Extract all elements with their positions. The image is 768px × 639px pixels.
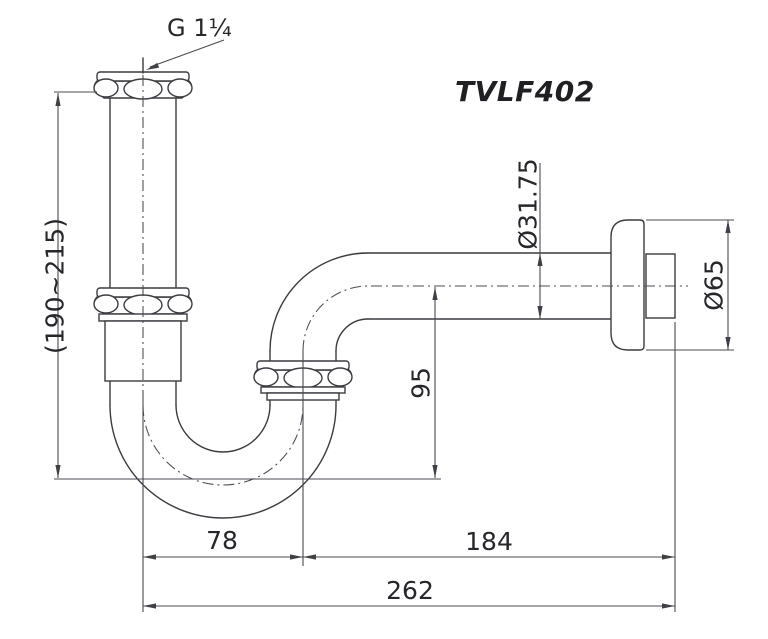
arrow-down-icon — [725, 337, 731, 350]
height-range-label: (190~215) — [41, 218, 70, 354]
arrow-down-icon — [432, 465, 438, 478]
arrow-up-icon — [432, 287, 438, 300]
centerlines — [142, 57, 688, 486]
wall-flange — [610, 219, 676, 351]
dimension-trap-width: 78 — [143, 526, 303, 560]
pipe-diameter-label: Ø31.75 — [514, 158, 543, 249]
middle-nut-lobe-right — [167, 294, 193, 314]
arrow-left-icon — [143, 554, 156, 560]
extension-lines — [54, 91, 734, 612]
thread-size-label: G 1¼ — [167, 14, 232, 42]
elbow-outer-arc — [269, 252, 369, 352]
arrow-up-icon — [55, 93, 61, 106]
leader-line — [149, 39, 225, 68]
vertical-drop-label: 95 — [407, 367, 436, 399]
u-bend-outer-arc — [109, 404, 337, 519]
arrow-down-icon — [537, 306, 543, 319]
middle-nut-lobe-left — [93, 294, 119, 314]
arrow-up-icon — [725, 220, 731, 233]
arrow-left-icon — [303, 554, 316, 560]
overall-width-label: 262 — [386, 576, 434, 605]
outlet-centerline — [302, 285, 688, 352]
dimension-horizontal-run: 184 — [303, 527, 675, 560]
top-nut-lobe-left — [93, 78, 119, 98]
dimension-escutcheon-diameter: Ø65 — [700, 220, 731, 350]
u-bend-centerline — [142, 404, 304, 486]
arrow-left-icon — [143, 603, 156, 609]
leader-arrow-icon — [146, 62, 160, 70]
junction-nut-lobe-right — [327, 367, 353, 387]
horizontal-run-label: 184 — [465, 527, 513, 556]
arrow-right-icon — [662, 603, 675, 609]
model-number: TVLF402 — [455, 75, 595, 108]
escutcheon-diameter-label: Ø65 — [700, 259, 729, 311]
arrow-up-icon — [537, 253, 543, 266]
dimension-overall-width: 262 — [143, 576, 675, 609]
dimension-vertical-drop: 95 — [407, 287, 438, 478]
top-nut-lobe-right — [167, 78, 193, 98]
arrow-right-icon — [290, 554, 303, 560]
thread-callout: G 1¼ — [146, 14, 232, 70]
u-bend-inner-arc — [175, 404, 271, 453]
trap-width-label: 78 — [206, 526, 238, 555]
dimension-pipe-diameter: Ø31.75 — [514, 158, 543, 319]
escutcheon-flange — [610, 219, 645, 351]
arrow-right-icon — [662, 554, 675, 560]
elbow-inner-arc — [335, 318, 369, 352]
dimension-height-range: (190~215) — [41, 93, 70, 478]
arrow-down-icon — [55, 465, 61, 478]
junction-nut-lobe-left — [253, 367, 279, 387]
